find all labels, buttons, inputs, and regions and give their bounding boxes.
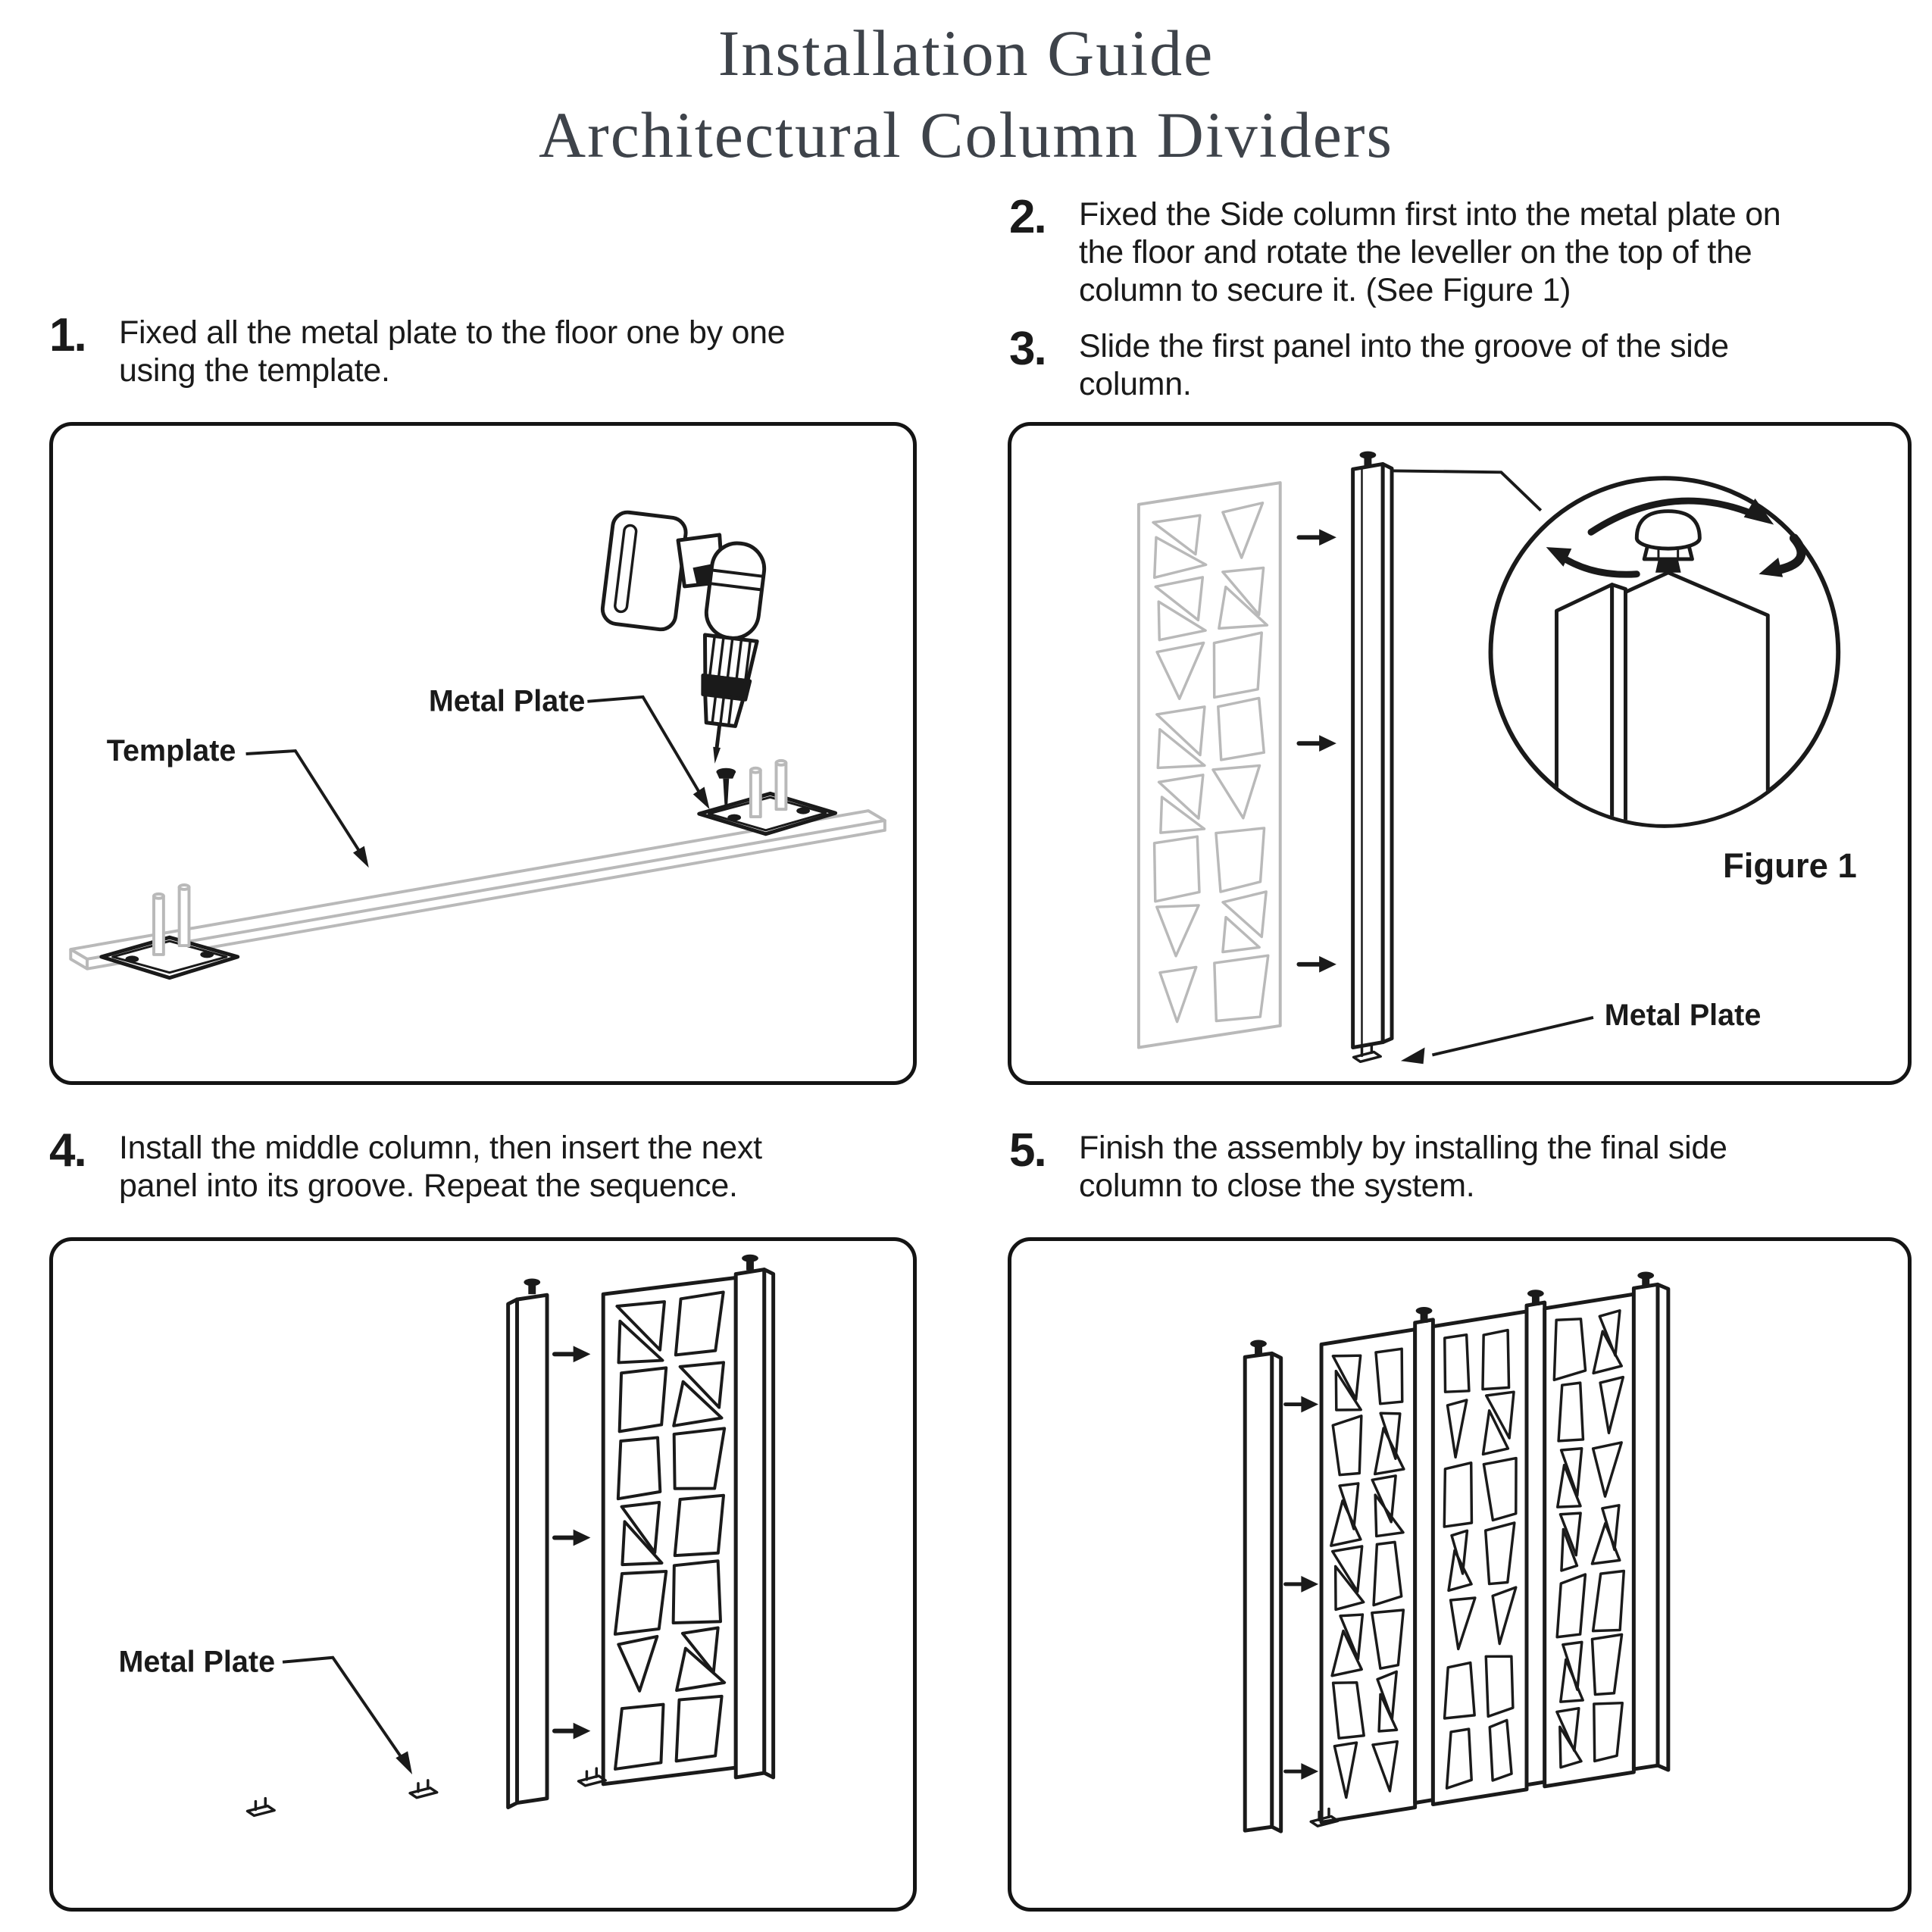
metal-plate-label: Metal Plate — [1605, 999, 1762, 1032]
page-title-line1: Installation Guide — [717, 17, 1215, 89]
step-3-number: 3. — [1009, 323, 1047, 375]
page-title: Installation Guide Architectural Column … — [0, 12, 1932, 177]
page-title-line2: Architectural Column Dividers — [539, 98, 1393, 172]
step-4-number: 4. — [49, 1124, 87, 1177]
rotation-arrows-icon — [1546, 497, 1806, 578]
metal-plate-icon — [697, 758, 838, 836]
step-4-text: Install the middle column, then insert t… — [119, 1129, 762, 1205]
drill-icon — [600, 510, 767, 764]
slide-arrows-icon — [1296, 529, 1336, 973]
step-3-line: column. — [1079, 366, 1192, 402]
step-2-number: 2. — [1009, 191, 1047, 243]
template-callout: Template — [107, 734, 369, 868]
slide-arrows-icon — [1283, 1396, 1319, 1780]
final-side-column-icon — [1243, 1351, 1283, 1834]
step-5-figure-panel — [1008, 1237, 1912, 1912]
leveller-closeup-icon — [1634, 509, 1702, 573]
step-1-number: 1. — [49, 309, 87, 361]
step-2-line: column to secure it. (See Figure 1) — [1079, 272, 1571, 308]
figure1-inset — [1555, 571, 1770, 824]
side-column-icon — [733, 1268, 776, 1780]
step-5-number: 5. — [1009, 1124, 1047, 1177]
metal-plate-callout: Metal Plate — [1400, 999, 1762, 1064]
step-1-line: using the template. — [119, 352, 390, 389]
panel-pattern — [613, 1290, 727, 1771]
metal-plate-label: Metal Plate — [429, 685, 586, 718]
step-4-line: panel into its groove. Repeat the sequen… — [119, 1168, 738, 1204]
metal-plate-icon — [1309, 1807, 1340, 1827]
step-2-3-figure-panel: Metal Plate Figure 1 — [1008, 422, 1912, 1085]
metal-plate-icon — [99, 883, 240, 980]
step-3: 3. Slide the first panel into the groove… — [1009, 323, 1729, 403]
step-3-line: Slide the first panel into the groove of… — [1079, 328, 1729, 364]
step-2-text: Fixed the Side column first into the met… — [1079, 195, 1781, 309]
metal-plate-label: Metal Plate — [118, 1646, 275, 1679]
figure1-label: Figure 1 — [1723, 846, 1857, 885]
step-2-3-illustration: Metal Plate Figure 1 — [1136, 451, 1857, 1064]
metal-plate-icon — [245, 1767, 607, 1818]
slide-arrows-icon — [552, 1346, 591, 1740]
metal-plate-callout: Metal Plate — [118, 1646, 413, 1774]
step-1-illustration: Metal Plate Template — [69, 510, 886, 980]
step-4-figure-panel: Metal Plate — [49, 1237, 917, 1912]
template-strip-icon — [69, 809, 886, 971]
step-5-text: Finish the assembly by installing the fi… — [1079, 1129, 1727, 1205]
screw-icon — [716, 767, 736, 811]
step-4-illustration: Metal Plate — [118, 1254, 776, 1818]
step-2-line: the floor and rotate the leveller on the… — [1079, 234, 1752, 270]
side-column-icon — [1351, 461, 1394, 1049]
step-2-line: Fixed the Side column first into the met… — [1079, 196, 1781, 233]
panel-pattern — [1552, 1309, 1626, 1769]
step-2: 2. Fixed the Side column first into the … — [1009, 191, 1781, 309]
panel-pattern — [1330, 1347, 1405, 1799]
panel-pattern — [1152, 502, 1270, 1024]
leveller-icon — [1415, 1271, 1655, 1323]
step-5-line: column to close the system. — [1079, 1168, 1475, 1204]
panel-pattern — [1443, 1328, 1518, 1790]
step-5-line: Finish the assembly by installing the fi… — [1079, 1130, 1727, 1166]
middle-column-icon — [506, 1293, 549, 1809]
figure1-leader-line — [1387, 469, 1543, 512]
step-1-figure-panel: Metal Plate Template — [49, 422, 917, 1085]
step-5-illustration — [1243, 1271, 1671, 1834]
step-1-text: Fixed all the metal plate to the floor o… — [119, 314, 786, 389]
step-4-line: Install the middle column, then insert t… — [119, 1130, 762, 1166]
step-5: 5. Finish the assembly by installing the… — [1009, 1124, 1727, 1205]
step-4: 4. Install the middle column, then inser… — [49, 1124, 762, 1205]
ghost-panel-icon — [1136, 481, 1282, 1049]
leveller-icon — [1250, 1340, 1267, 1356]
step-1: 1. Fixed all the metal plate to the floo… — [49, 309, 786, 389]
metal-plate-icon — [1352, 1043, 1382, 1064]
step-1-line: Fixed all the metal plate to the floor o… — [119, 314, 786, 351]
leveller-icon — [524, 1278, 541, 1295]
leveller-icon — [742, 1254, 758, 1271]
metal-plate-callout: Metal Plate — [429, 685, 710, 810]
leveller-icon — [1359, 451, 1377, 467]
step-3-text: Slide the first panel into the groove of… — [1079, 327, 1729, 403]
template-label: Template — [107, 734, 236, 767]
